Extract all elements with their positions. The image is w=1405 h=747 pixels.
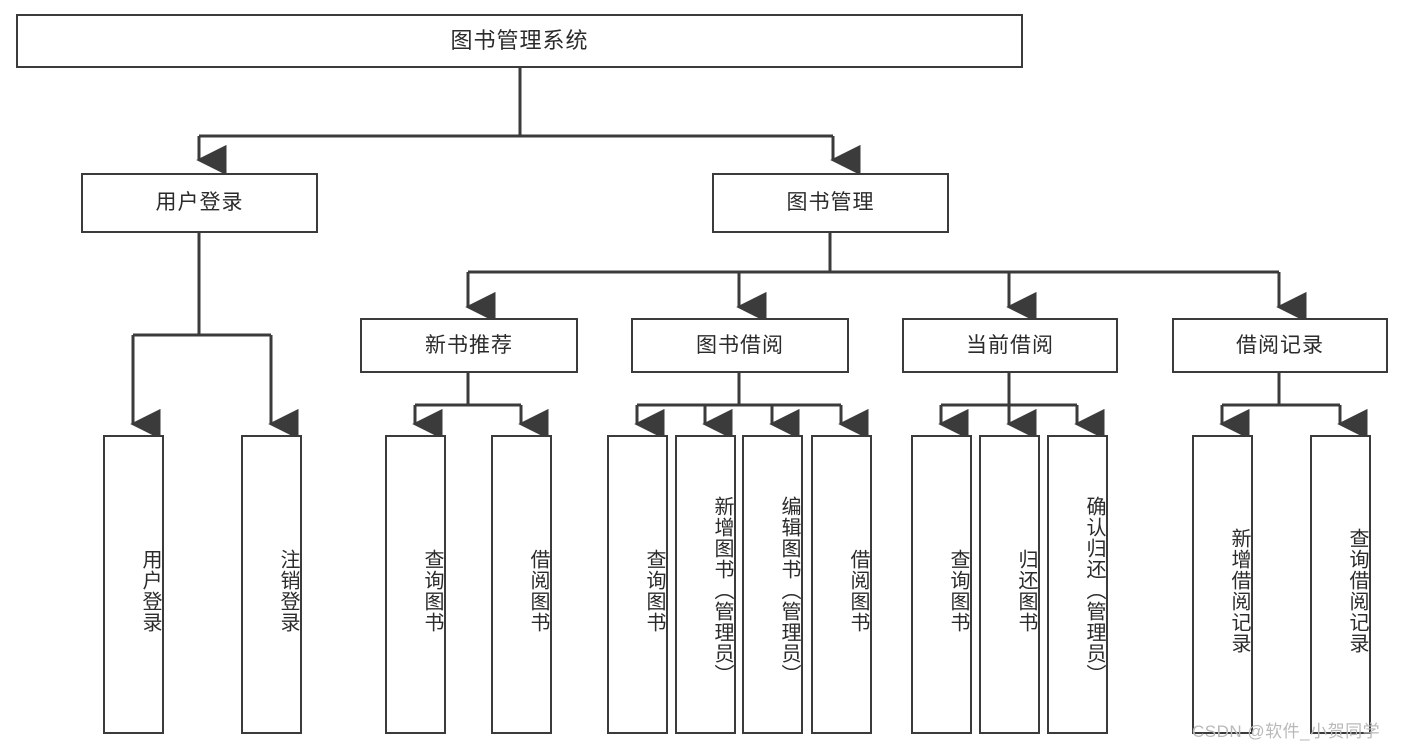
node-current-borrow[interactable]: 当前借阅 <box>902 318 1118 373</box>
leaf-current-return-book[interactable]: 归还图书 <box>979 435 1040 734</box>
leaf-borrow-borrow-book[interactable]: 借阅图书 <box>811 435 872 734</box>
leaf-user-login-signout[interactable]: 注销登录 <box>241 435 302 734</box>
node-book-management[interactable]: 图书管理 <box>712 173 949 233</box>
leaf-recommend-borrow-book[interactable]: 借阅图书 <box>491 435 552 734</box>
leaf-current-confirm-return-admin[interactable]: 确认归还（管理员） <box>1047 435 1108 734</box>
node-new-book-recommend[interactable]: 新书推荐 <box>360 318 578 373</box>
leaf-record-add-record[interactable]: 新增借阅记录 <box>1192 435 1253 734</box>
csdn-watermark: CSDN @软件_小贺同学 <box>1192 722 1381 741</box>
leaf-recommend-query-book[interactable]: 查询图书 <box>385 435 446 734</box>
node-borrow-record[interactable]: 借阅记录 <box>1172 318 1388 373</box>
node-root-system[interactable]: 图书管理系统 <box>16 14 1023 68</box>
leaf-borrow-add-book-admin[interactable]: 新增图书（管理员） <box>675 435 736 734</box>
node-user-login[interactable]: 用户登录 <box>81 173 318 233</box>
node-book-borrow[interactable]: 图书借阅 <box>631 318 849 373</box>
leaf-record-query-record[interactable]: 查询借阅记录 <box>1310 435 1371 734</box>
leaf-borrow-query-book[interactable]: 查询图书 <box>607 435 668 734</box>
leaf-user-login-signin[interactable]: 用户登录 <box>103 435 164 734</box>
leaf-current-query-book[interactable]: 查询图书 <box>911 435 972 734</box>
leaf-borrow-edit-book-admin[interactable]: 编辑图书（管理员） <box>742 435 803 734</box>
